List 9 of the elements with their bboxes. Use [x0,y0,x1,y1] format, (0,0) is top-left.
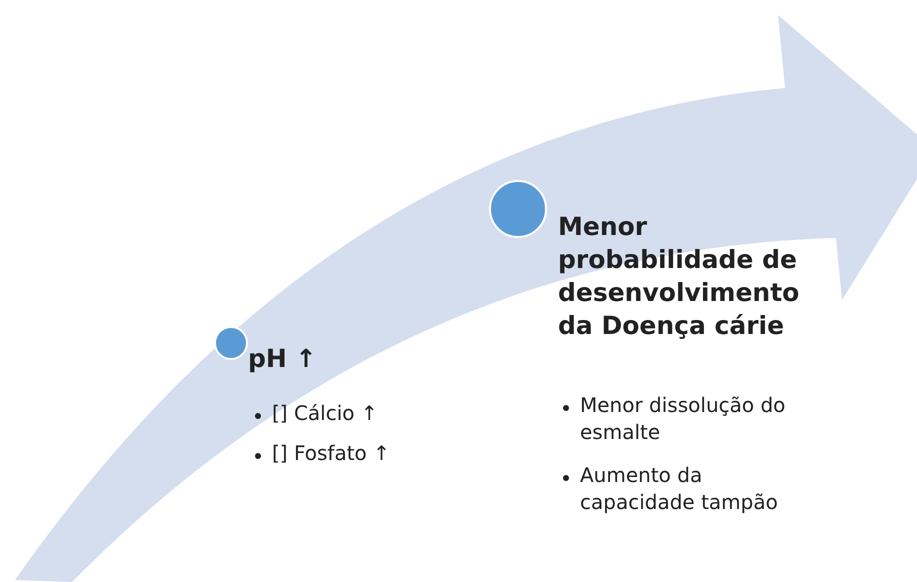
bullet-text: [] Fosfato ↑ [272,440,391,467]
heading-text: pH ↑ [248,343,318,375]
heading-text: Menor probabilidade de desenvolvimento da Doença cárie [558,211,800,342]
marker-circle [489,180,547,238]
marker-circle [214,326,248,360]
bullet-text: Aumento da capacidade tampão [580,462,779,516]
bullet-text: Menor dissolução do esmalte [580,392,786,446]
curved-arrow [15,15,917,582]
bullet-text: [] Cálcio ↑ [272,400,379,427]
